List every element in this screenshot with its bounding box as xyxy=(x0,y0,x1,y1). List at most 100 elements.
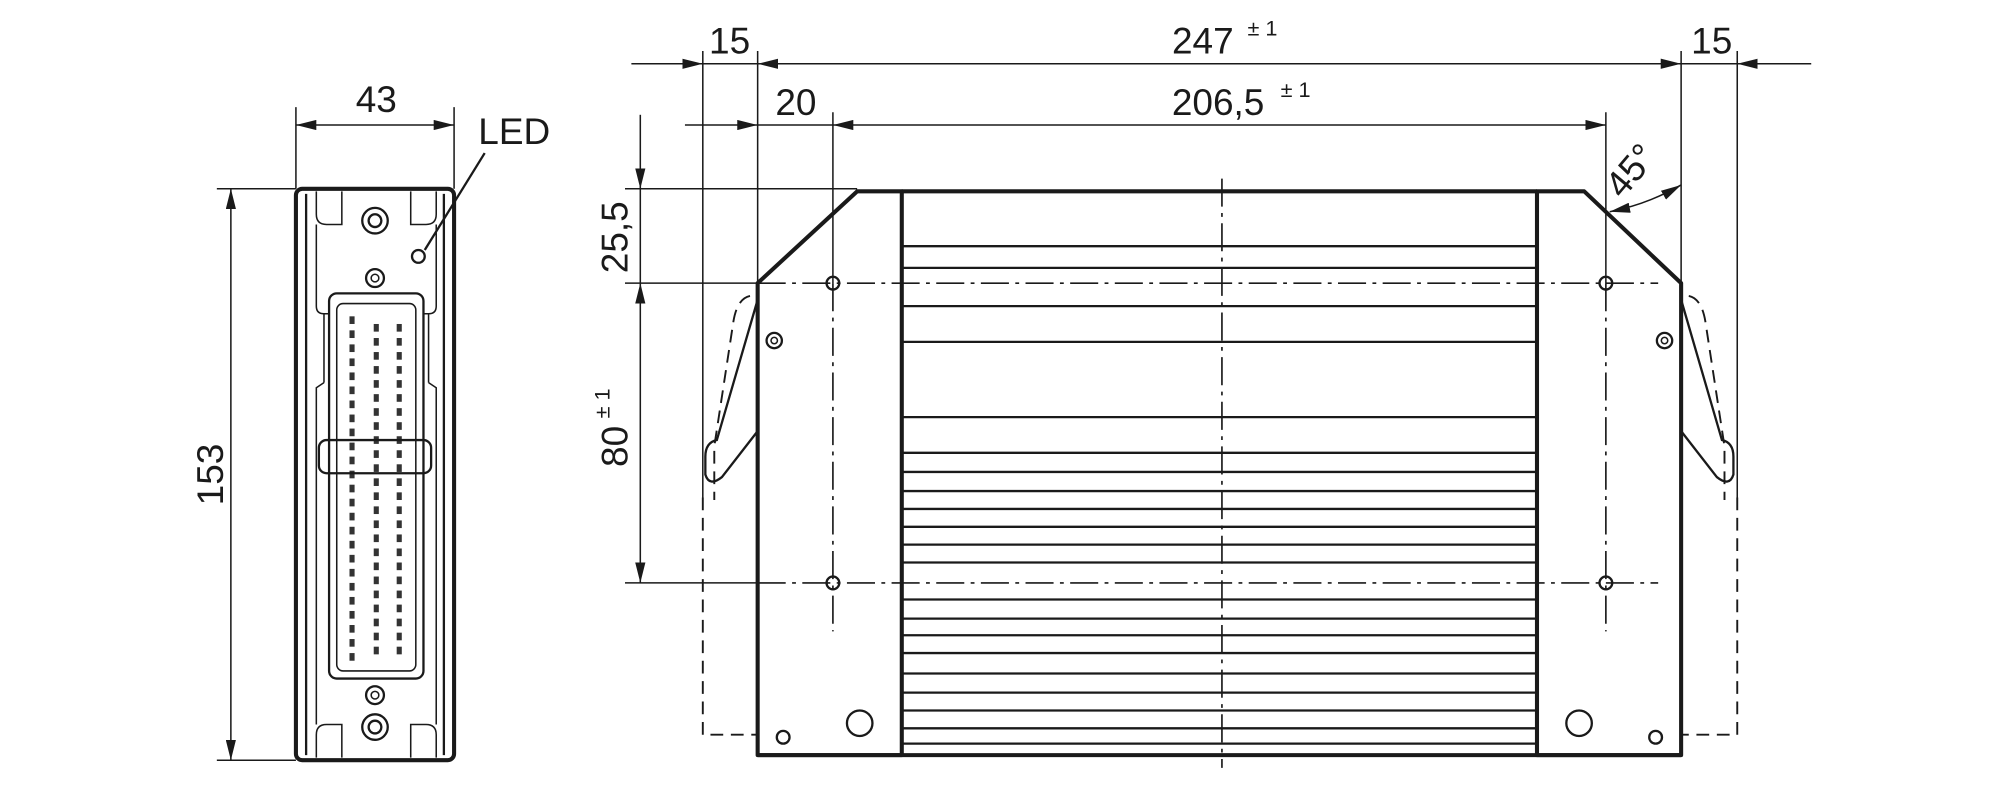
top-offset-label: 25,5 xyxy=(595,201,636,273)
hole-spacing-tolerance: ± 1 xyxy=(1281,77,1311,102)
connector-pin xyxy=(373,450,379,458)
housing-contour xyxy=(315,224,437,725)
connector-pin xyxy=(396,618,402,627)
connector-pin xyxy=(349,470,355,479)
connector-pin xyxy=(396,450,402,458)
connector-pin xyxy=(349,316,355,324)
mounting-holes xyxy=(765,275,1674,745)
connector-latch xyxy=(317,438,433,475)
connector-pin xyxy=(349,568,355,577)
left-din-clip xyxy=(701,294,759,736)
connector-pin xyxy=(373,338,379,346)
connector-outline xyxy=(327,292,425,680)
connector-pin xyxy=(373,464,379,472)
connector-pin xyxy=(349,428,355,437)
connector-pin xyxy=(373,548,379,557)
connector-pin xyxy=(396,590,402,599)
screw-icon xyxy=(364,267,386,289)
hole-center xyxy=(1660,336,1669,345)
connector-pin xyxy=(373,562,379,571)
connector-pin xyxy=(349,358,355,367)
connector-pin xyxy=(373,506,379,515)
connector-pin xyxy=(373,380,379,388)
connector-pin xyxy=(396,380,402,388)
connector-pin xyxy=(396,534,402,543)
bottom-notches xyxy=(315,723,437,758)
connector-pin xyxy=(396,492,402,501)
width-dimension-label: 43 xyxy=(356,79,397,120)
left-bracket xyxy=(755,189,904,758)
height-dimension-label: 153 xyxy=(190,444,231,506)
connector-pin xyxy=(349,526,355,535)
connector-pin xyxy=(349,442,355,451)
hole-center xyxy=(770,336,779,345)
clip-outline xyxy=(1680,299,1735,483)
connector-pin xyxy=(396,323,402,332)
connector-pin xyxy=(373,394,379,402)
clip-hidden-line xyxy=(701,497,758,736)
top-notches xyxy=(315,191,437,226)
connector-pin xyxy=(373,576,379,585)
connector-pin xyxy=(396,506,402,515)
screw-center xyxy=(367,213,383,229)
led-label: LED xyxy=(478,111,550,152)
connector-pin xyxy=(349,639,355,647)
connector-pin xyxy=(349,512,355,521)
connector-pin xyxy=(396,464,402,472)
connector-pin xyxy=(373,520,379,529)
hole-icon xyxy=(1565,709,1593,738)
clip-hidden-line xyxy=(1688,294,1726,501)
connector-pin xyxy=(349,330,355,339)
hole-icon xyxy=(1648,729,1664,745)
chamfer-angle-label: 45° xyxy=(1597,136,1664,205)
side-view: 43 153 LED xyxy=(190,79,550,763)
connector-pin xyxy=(396,520,402,529)
connector-pin xyxy=(373,618,379,627)
connector-pin xyxy=(373,408,379,416)
connector-pin xyxy=(349,386,355,395)
screw-center xyxy=(370,273,380,283)
screw-icon xyxy=(361,713,389,741)
connector-pin xyxy=(349,372,355,381)
connector-pin xyxy=(396,478,402,486)
front-view: 15 247 ± 1 15 20 206,5 ± 1 25,5 80 ± 1 4… xyxy=(590,16,1812,768)
hole-offset-label: 20 xyxy=(775,82,816,123)
connector-pin xyxy=(373,352,379,360)
connector-pin xyxy=(349,653,355,661)
connector-pin xyxy=(373,590,379,599)
screw-center xyxy=(367,719,383,735)
connector-pin xyxy=(373,646,379,655)
connector-pin xyxy=(373,604,379,613)
hole-icon xyxy=(845,709,874,738)
connector-pin xyxy=(396,632,402,641)
connector-pin xyxy=(349,498,355,507)
right-din-clip xyxy=(1680,294,1739,736)
connector-pin xyxy=(373,478,379,486)
connector-pin xyxy=(349,596,355,605)
right-offset-label: 15 xyxy=(1691,21,1732,62)
led-indicator xyxy=(410,248,426,264)
clip-hidden-line xyxy=(1681,497,1739,736)
connector-pins xyxy=(349,316,402,661)
connector-pin xyxy=(396,604,402,613)
connector-pin xyxy=(396,338,402,346)
connector-pin xyxy=(373,422,379,430)
screw-icon xyxy=(361,206,389,235)
hole-icon xyxy=(1655,331,1674,350)
hole-spacing-label: 206,5 xyxy=(1172,82,1265,123)
connector-pin xyxy=(349,400,355,409)
hole-vertical-label: 80 xyxy=(595,426,636,467)
left-offset-label: 15 xyxy=(709,21,750,62)
connector-pin xyxy=(349,540,355,549)
connector-pin xyxy=(396,646,402,655)
connector-pin xyxy=(349,610,355,619)
heat-sink-fins xyxy=(901,245,1537,745)
connector-pin xyxy=(373,534,379,543)
connector-pin xyxy=(396,576,402,585)
screw-icon xyxy=(364,685,386,706)
connector-pin xyxy=(396,408,402,416)
connector-pin xyxy=(396,366,402,374)
connector-pin xyxy=(349,456,355,465)
hole-icon xyxy=(765,331,784,350)
